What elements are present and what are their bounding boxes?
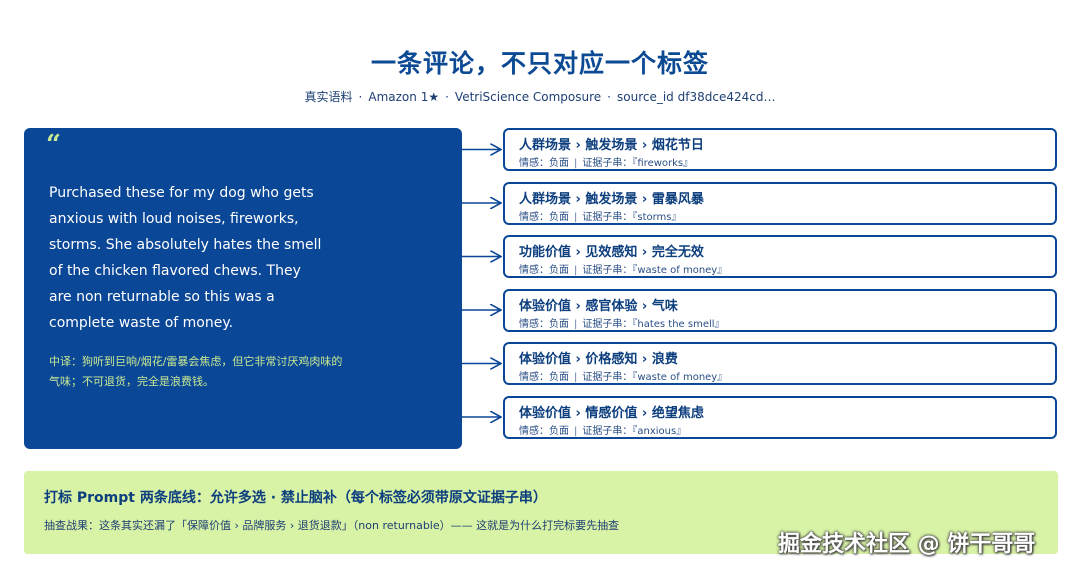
tag-card: 人群场景 › 触发场景 › 雷暴风暴情感：负面 | 证据子串：『storms』: [503, 181, 1057, 225]
meta-separator: ·: [607, 90, 611, 104]
review-quote-card: [24, 128, 462, 449]
meta-corpus: 真实语料: [304, 90, 353, 104]
tag-card: 体验价值 › 价格感知 › 浪费情感：负面 | 证据子串：『waste of mon…: [503, 342, 1057, 385]
quote-mark-icon: “: [46, 130, 61, 160]
tag-separator: |: [574, 158, 578, 169]
meta-separator: ·: [445, 90, 449, 104]
tag-evidence: 证据子串：『waste of money』: [582, 265, 728, 276]
tag-sentiment: 情感：负面: [519, 425, 569, 437]
tag-details: 情感：负面 | 证据子串：『anxious』: [519, 422, 686, 437]
footer-title: 打标 Prompt 两条底线：允许多选 · 禁止脑补（每个标签必须带原文证据子串…: [44, 490, 547, 506]
page-title: 一条评论，不只对应一个标签: [370, 49, 709, 78]
tag-separator: |: [574, 372, 578, 383]
tag-evidence: 证据子串：『fireworks』: [582, 158, 694, 169]
tag-details: 情感：负面 | 证据子串：『hates the smell』: [519, 315, 725, 330]
meta-rating: Amazon 1★: [368, 90, 440, 104]
tag-details: 情感：负面 | 证据子串：『waste of money』: [519, 368, 727, 383]
tag-details: 情感：负面 | 证据子串：『fireworks』: [519, 154, 693, 169]
tag-details: 情感：负面 | 证据子串：『storms』: [519, 208, 682, 223]
tag-card: 体验价值 › 感官体验 › 气味情感：负面 | 证据子串：『hates the sm…: [503, 288, 1057, 332]
watermark: 掘金技术社区 @ 饼干哥哥: [778, 532, 1036, 557]
tag-separator: |: [574, 211, 578, 223]
tag-evidence: 证据子串：『storms』: [582, 211, 682, 223]
tag-evidence: 证据子串：『waste of money』: [582, 372, 728, 383]
tag-path: 体验价值 › 价格感知 › 浪费: [519, 352, 678, 367]
tag-card: 人群场景 › 触发场景 › 烟花节日情感：负面 | 证据子串：『fireworks』: [503, 128, 1057, 171]
tag-separator: |: [574, 425, 578, 437]
meta-source-id: source_id df38dce424cd…: [617, 90, 776, 104]
tag-sentiment: 情感：负面: [519, 158, 569, 169]
tag-path: 功能价值 › 见效感知 › 完全无效: [519, 245, 704, 260]
tag-separator: |: [574, 265, 578, 276]
tag-card: 体验价值 › 情感价值 › 绝望焦虑情感：负面 | 证据子串：『anxious』: [503, 395, 1057, 439]
tag-card: 功能价值 › 见效感知 › 完全无效情感：负面 | 证据子串：『waste of m…: [503, 235, 1057, 278]
meta-separator: ·: [358, 90, 363, 104]
tag-separator: |: [574, 318, 578, 330]
tag-evidence: 证据子串：『hates the smell』: [582, 318, 725, 330]
meta-product: VetriScience Composure: [454, 90, 602, 104]
tag-path: 人群场景 › 触发场景 › 烟花节日: [519, 138, 704, 153]
footer-note-card: 打标 Prompt 两条底线：允许多选 · 禁止脑补（每个标签必须带原文证据子串…: [24, 471, 1058, 554]
tag-details: 情感：负面 | 证据子串：『waste of money』: [519, 261, 727, 276]
tag-sentiment: 情感：负面: [519, 318, 569, 330]
tag-path: 人群场景 › 触发场景 › 雷暴风暴: [519, 191, 704, 207]
tag-sentiment: 情感：负面: [519, 211, 569, 223]
tag-sentiment: 情感：负面: [519, 372, 569, 383]
review-translation: 中译：狗听到巨响/烟花/雷暴会焦虑，但它非常讨厌鸡肉味的气味；不可退货，完全是浪…: [49, 355, 343, 388]
tag-path: 体验价值 › 情感价值 › 绝望焦虑: [519, 405, 704, 421]
tag-evidence: 证据子串：『anxious』: [582, 425, 687, 437]
review-text: Purchased these for my dog who gets anxi…: [49, 185, 322, 331]
tag-sentiment: 情感：负面: [519, 265, 569, 276]
footer-note: 抽查战果：这条其实还漏了「保障价值 › 品牌服务 › 退货退款」（non ret…: [44, 519, 620, 532]
source-meta: 真实语料 · Amazon 1★ · VetriScience Composure · so…: [0, 88, 1080, 105]
tag-path: 体验价值 › 感官体验 › 气味: [519, 298, 678, 314]
